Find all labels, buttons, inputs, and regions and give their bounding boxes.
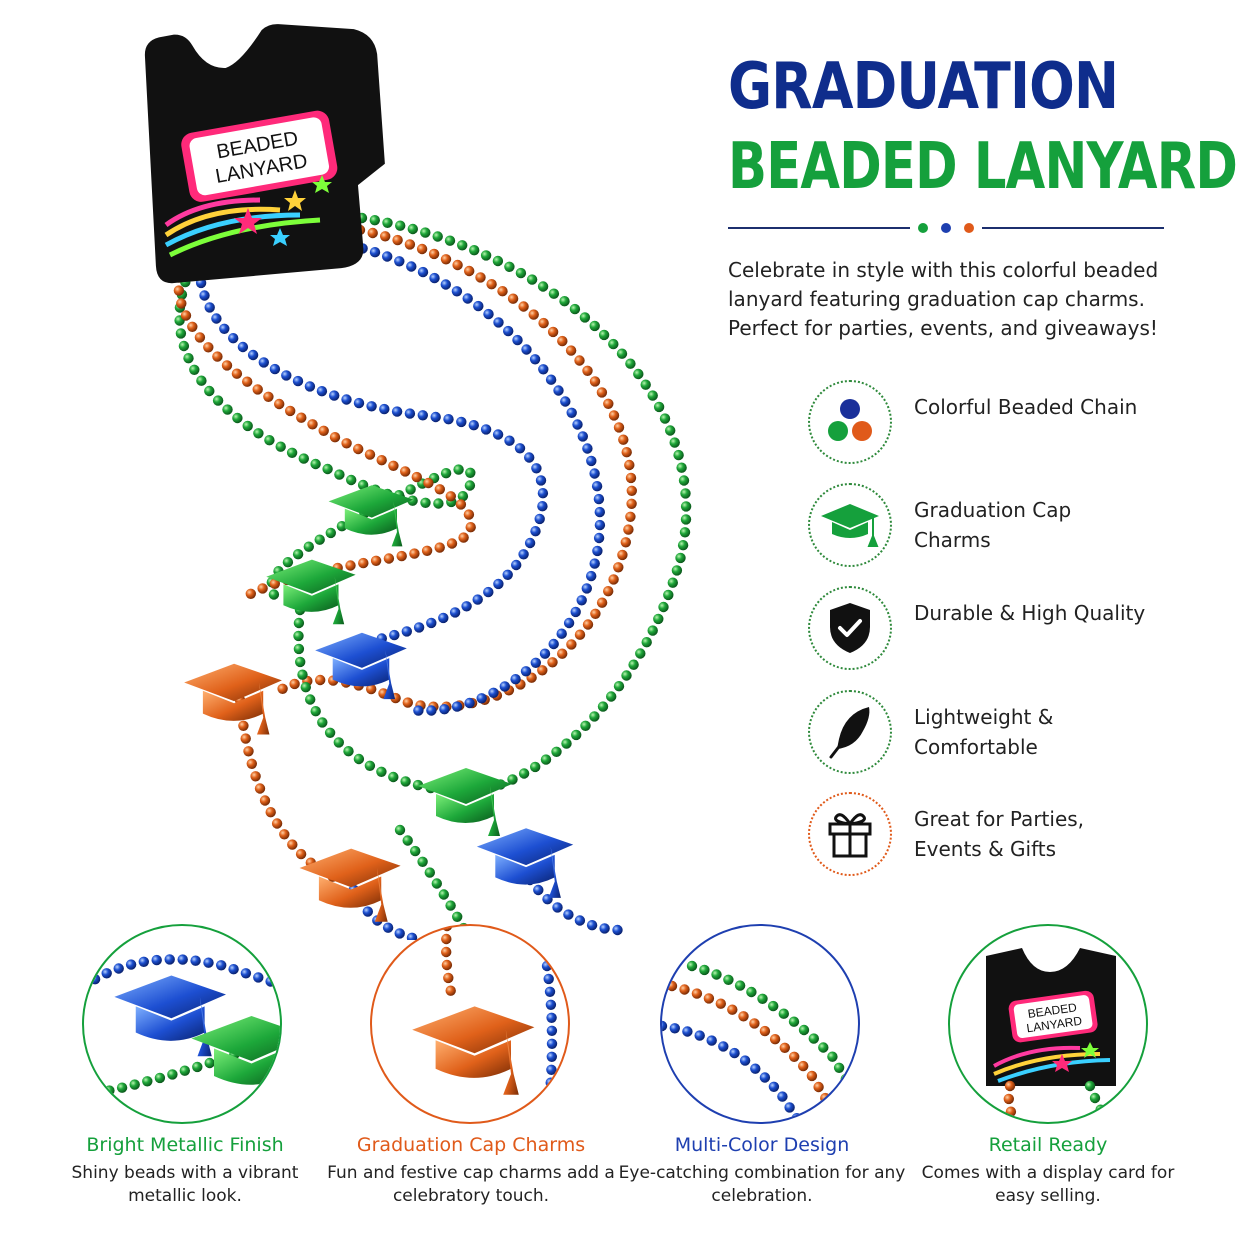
detail-circle-cap-charms bbox=[370, 924, 570, 1124]
detail-title: Retail Ready bbox=[988, 1134, 1108, 1156]
orange-strand-lower bbox=[234, 694, 338, 882]
blue-strand-inner bbox=[194, 264, 549, 654]
cap-charm-closeup bbox=[412, 926, 558, 1122]
feature-item: Graduation Cap Charms bbox=[808, 483, 1208, 573]
feature-icon-ring bbox=[808, 690, 892, 774]
feature-icon-ring bbox=[808, 483, 892, 567]
detail-title: Multi-Color Design bbox=[674, 1134, 850, 1156]
detail-description: Comes with a display card for easy selli… bbox=[921, 1163, 1175, 1206]
detail-title: Graduation Cap Charms bbox=[356, 1134, 586, 1156]
closeup-orange-strand bbox=[441, 926, 456, 996]
orange-strand-inner bbox=[173, 259, 476, 599]
green-cap-charm bbox=[266, 559, 356, 625]
feature-label: Graduation Cap Charms bbox=[914, 498, 1072, 552]
card-label-line1: BEADED bbox=[1027, 1000, 1078, 1021]
detail-circle-multicolor bbox=[660, 924, 860, 1124]
feature-label: Durable & High Quality bbox=[914, 601, 1146, 625]
closeup-blue-strand bbox=[541, 960, 558, 1122]
feature-label: Colorful Beaded Chain bbox=[914, 395, 1138, 419]
divider-dot-orange bbox=[964, 223, 974, 233]
blue-cap-charm bbox=[476, 828, 574, 898]
orange-cap-charm bbox=[412, 1006, 535, 1095]
orange-cap-charm bbox=[184, 663, 282, 735]
retail-card-closeup: BEADED LANYARD bbox=[986, 948, 1116, 1122]
detail-description: Fun and festive cap charms add a celebra… bbox=[327, 1163, 615, 1206]
bead-strands bbox=[173, 212, 692, 940]
feature-label: Lightweight & Comfortable bbox=[914, 705, 1054, 759]
closeup-blue-strand bbox=[662, 1020, 802, 1122]
divider-dot-green bbox=[918, 223, 928, 233]
divider-dot-blue bbox=[941, 223, 951, 233]
gift-icon bbox=[828, 813, 872, 858]
feather-icon bbox=[829, 707, 870, 759]
blue-strand-outer bbox=[344, 239, 606, 716]
blue-cap-charm bbox=[315, 632, 407, 700]
closeup-green-strand bbox=[686, 960, 858, 1107]
detail-circle-metallic bbox=[82, 924, 282, 1124]
multicolor-closeup bbox=[662, 960, 858, 1122]
title-line-beaded-lanyard: BEADED LANYARD bbox=[728, 130, 1238, 204]
display-card: BEADED LANYARD bbox=[144, 24, 385, 284]
green-strand-outer bbox=[356, 212, 692, 794]
feature-icon-ring bbox=[808, 380, 892, 464]
feature-item: Lightweight & Comfortable bbox=[808, 690, 1208, 780]
detail-title: Bright Metallic Finish bbox=[86, 1134, 284, 1156]
title-line-graduation: GRADUATION bbox=[728, 50, 1119, 124]
card-rainbow-burst bbox=[164, 175, 332, 258]
feature-item: Great for Parties, Events & Gifts bbox=[808, 792, 1208, 882]
detail-description: Shiny beads with a vibrant metallic look… bbox=[71, 1163, 299, 1206]
orange-cap-charm bbox=[299, 848, 401, 922]
feature-icon-ring bbox=[808, 792, 892, 876]
feature-icon-ring bbox=[808, 586, 892, 670]
closeup-orange-strand bbox=[666, 980, 844, 1122]
title-divider bbox=[728, 219, 1164, 237]
graduation-cap-icon bbox=[821, 504, 879, 547]
feature-label: Great for Parties, Events & Gifts bbox=[914, 807, 1085, 861]
metallic-finish-closeup bbox=[84, 954, 280, 1102]
feature-item: Durable & High Quality bbox=[808, 586, 1208, 676]
feature-item: Colorful Beaded Chain bbox=[808, 380, 1208, 470]
orange-strand-outer bbox=[277, 224, 637, 712]
shield-check-icon bbox=[830, 603, 870, 653]
intro-paragraph: Celebrate in style with this colorful be… bbox=[728, 258, 1159, 340]
detail-circle-retail: BEADED LANYARD bbox=[948, 924, 1148, 1124]
three-dots-icon bbox=[828, 399, 872, 441]
green-cap-charm bbox=[328, 485, 414, 547]
detail-description: Eye-catching combination for any celebra… bbox=[618, 1163, 906, 1206]
lanyard-product-illustration: BEADED LANYARD bbox=[144, 24, 692, 940]
green-cap-charm bbox=[418, 768, 512, 836]
green-strand-tail bbox=[394, 824, 475, 940]
green-strand-inner bbox=[174, 264, 476, 600]
